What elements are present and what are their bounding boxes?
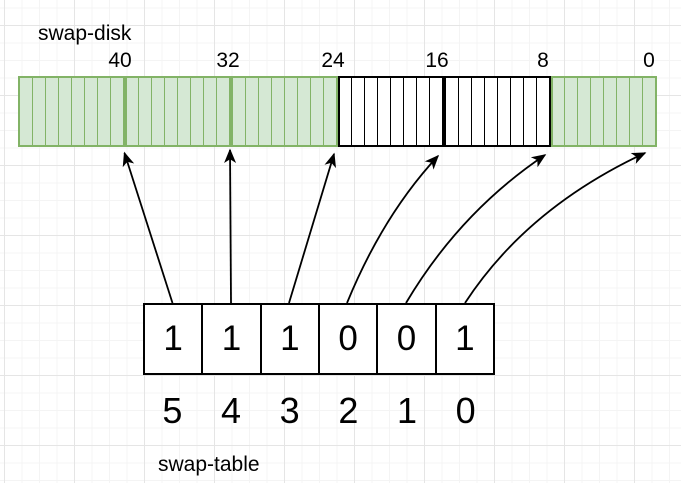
swap-table-cell-5: 1 (163, 319, 183, 358)
disk-block (309, 78, 323, 145)
disk-mark-label-0: 0 (643, 49, 655, 72)
disk-block (377, 78, 390, 145)
disk-block (351, 78, 364, 145)
swap-disk-label: swap-disk (38, 22, 132, 45)
disk-block (577, 78, 590, 145)
disk-block (127, 78, 139, 145)
disk-block (190, 78, 203, 145)
swap-table-cell-2: 0 (317, 305, 376, 373)
disk-mark-label-16: 16 (425, 49, 449, 72)
disk-block (70, 78, 84, 145)
disk-block (283, 78, 297, 145)
disk-block (522, 78, 536, 145)
disk-block (151, 78, 164, 145)
swap-table-index-3: 3 (279, 390, 300, 431)
disk-mark-label-24: 24 (321, 49, 345, 72)
disk-block (44, 78, 58, 145)
disk-section-4 (444, 76, 551, 147)
swap-table-index-0: 0 (455, 390, 476, 431)
disk-section-1 (124, 76, 231, 147)
disk-block (553, 78, 565, 145)
disk-block (203, 78, 216, 145)
disk-marks: 40 32 24 16 8 0 (0, 49, 681, 72)
swap-table-cell-3: 1 (259, 305, 318, 373)
arrow-entry3-to-24 (288, 152, 336, 304)
arrow-entry4-to-32 (224, 148, 237, 304)
disk-block (416, 78, 429, 145)
disk-block (138, 78, 151, 145)
disk-block (642, 78, 655, 145)
disk-block (164, 78, 177, 145)
disk-block (429, 78, 442, 145)
arrow-entry1-to-8 (405, 154, 547, 304)
disk-block (364, 78, 377, 145)
disk-block (340, 78, 352, 145)
disk-block (216, 78, 229, 145)
disk-block (96, 78, 110, 145)
disk-block (403, 78, 416, 145)
disk-block (296, 78, 310, 145)
disk-section-5 (550, 76, 657, 147)
disk-block (322, 78, 336, 145)
arrow-entry2-to-16 (346, 154, 440, 304)
arrow-entry0-to-0 (464, 152, 647, 304)
disk-block (20, 78, 32, 145)
disk-block (390, 78, 403, 145)
swap-table-cell-1: 0 (376, 305, 434, 373)
swap-table-cell-4: 1 (201, 305, 259, 373)
disk-block (483, 78, 497, 145)
disk-block (590, 78, 603, 145)
disk-block (603, 78, 616, 145)
disk-section-2 (231, 76, 338, 147)
swap-table-cell-0: 1 (434, 305, 493, 373)
disk-block (509, 78, 523, 145)
disk-block (457, 78, 471, 145)
disk-section-0 (18, 76, 125, 147)
disk-mark-label-40: 40 (108, 49, 132, 72)
disk-block (535, 78, 549, 145)
disk-block (470, 78, 484, 145)
disk-block (109, 78, 123, 145)
swap-table-index-5: 5 (162, 390, 183, 431)
swap-table-index-4: 4 (220, 390, 242, 431)
disk-block (233, 78, 245, 145)
disk-mark-label-32: 32 (216, 49, 240, 72)
disk-block (257, 78, 271, 145)
disk-block (31, 78, 45, 145)
disk-block (270, 78, 284, 145)
disk-block (616, 78, 629, 145)
arrows-group (122, 148, 647, 304)
disk-block (83, 78, 97, 145)
disk-block (496, 78, 510, 145)
disk-block (564, 78, 577, 145)
disk-block (57, 78, 71, 145)
disk-block (629, 78, 642, 145)
disk-block (446, 78, 458, 145)
disk-block (177, 78, 190, 145)
disk-block (244, 78, 258, 145)
swap-table-label: swap-table (158, 453, 260, 476)
swap-disk-bar (18, 76, 657, 147)
disk-mark-label-8: 8 (537, 49, 549, 72)
disk-section-3 (337, 76, 444, 147)
swap-table-index-1: 1 (397, 390, 418, 431)
arrow-entry5-to-40 (122, 151, 174, 304)
swap-table-index-2: 2 (338, 390, 359, 431)
